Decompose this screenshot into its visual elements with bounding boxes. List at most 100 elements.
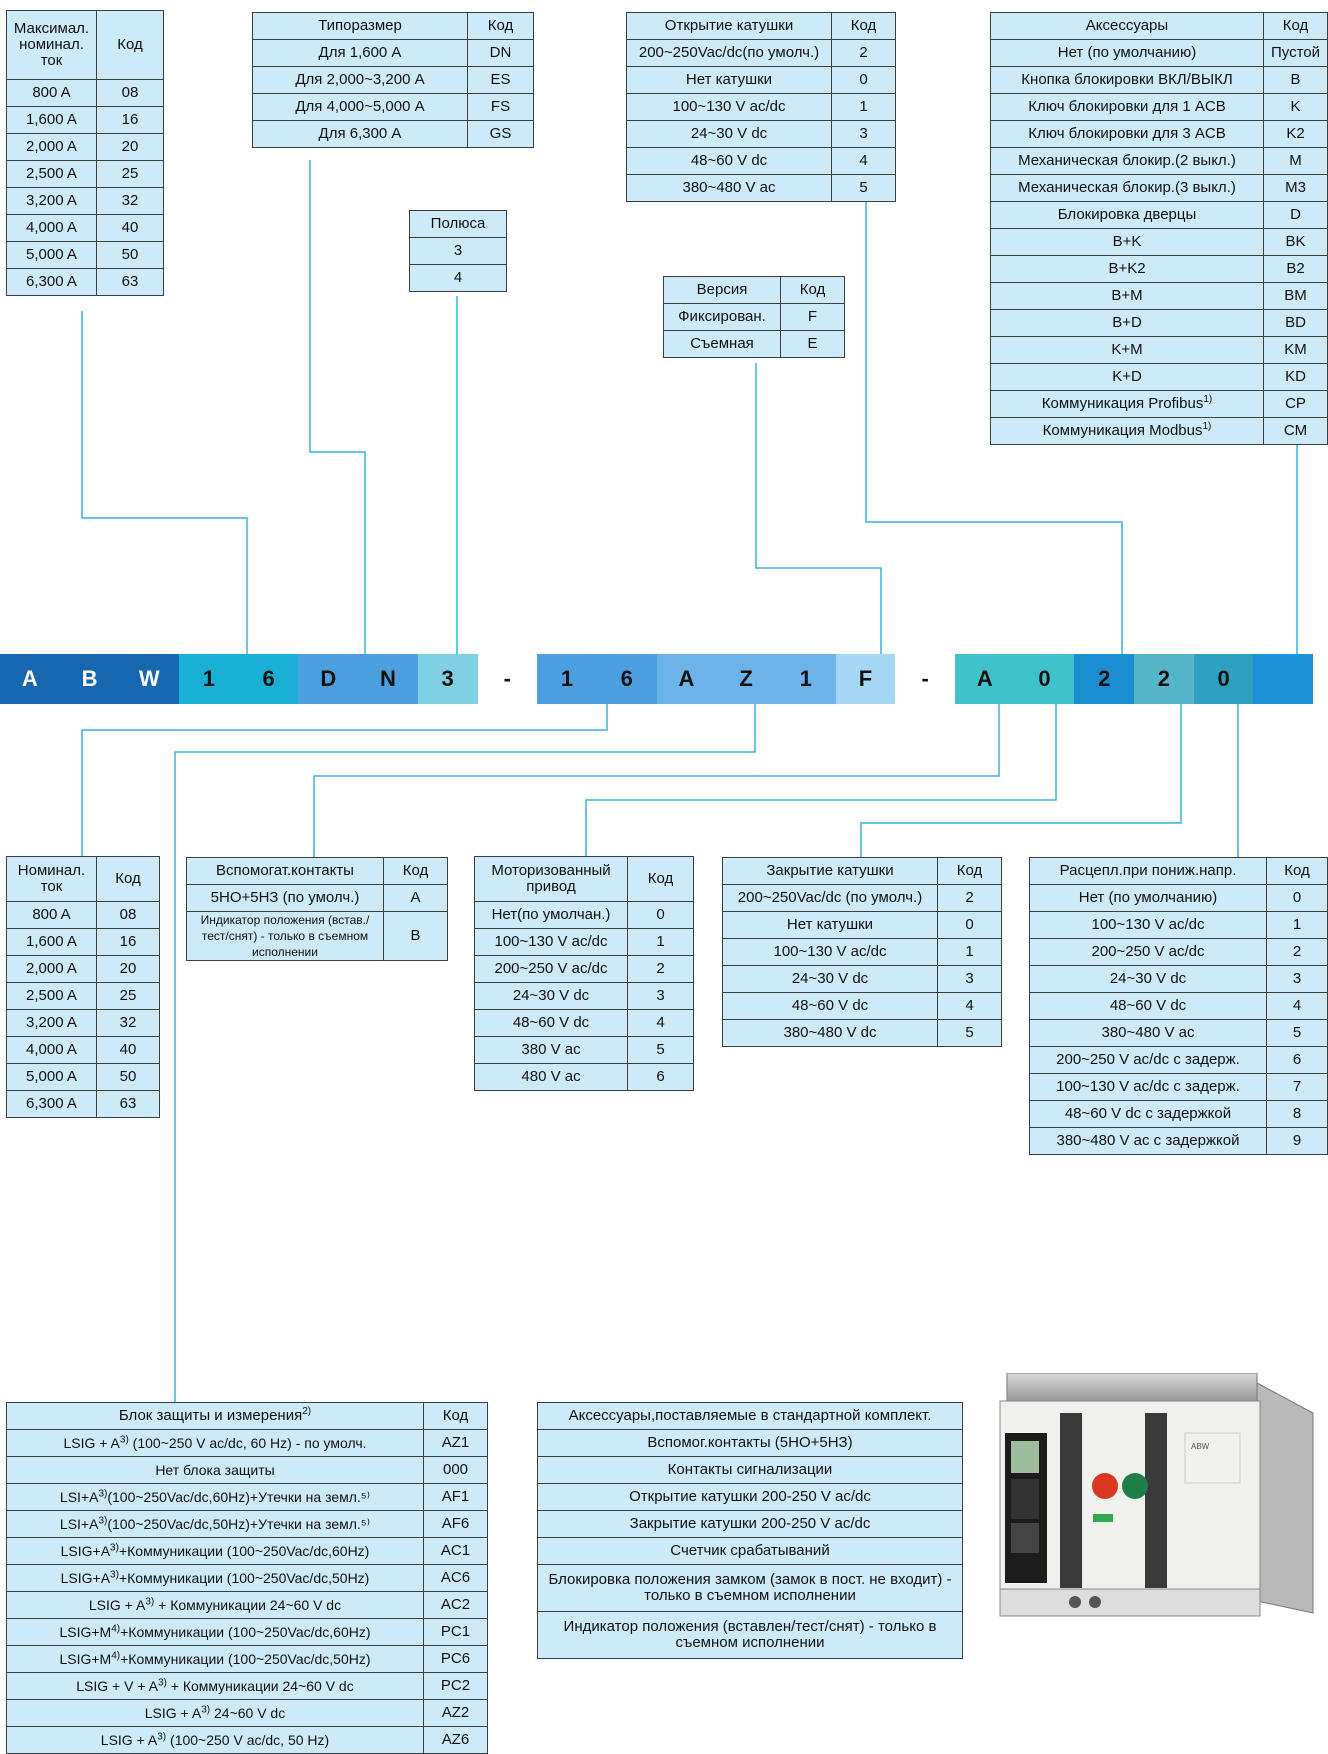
value-cell: 100~130 V ac/dc с задерж. xyxy=(1029,1073,1267,1101)
table-row: LSIG + A3) (100~250 V ac/dc, 50 Hz)AZ6 xyxy=(6,1726,488,1754)
code-cell: B xyxy=(1263,66,1328,94)
value-cell: LSIG+A3)+Коммуникации (100~250Vac/dc,50H… xyxy=(6,1564,424,1592)
value-text: +Коммуникации (100~250Vac/dc,60Hz) xyxy=(120,1624,371,1640)
code-cell: AC2 xyxy=(423,1591,488,1619)
code-cell: 63 xyxy=(96,1090,160,1118)
connector-frame xyxy=(309,160,366,654)
code-cell: 3 xyxy=(831,120,896,148)
value-cell: Нет (по умолчанию) xyxy=(990,39,1264,67)
value-cell: Нет блока защиты xyxy=(6,1456,424,1484)
value-cell: B+K xyxy=(990,228,1264,256)
code-cell: E xyxy=(780,330,845,358)
value-cell: 380~480 V ac с задержкой xyxy=(1029,1127,1267,1155)
value-text: LSIG+M xyxy=(59,1651,112,1667)
code-cell: B2 xyxy=(1263,255,1328,283)
value-cell: Индикатор положения (встав./тест/снят) -… xyxy=(186,911,384,961)
code-header: Код xyxy=(96,10,164,80)
value-text: B+K2 xyxy=(1108,260,1146,277)
code-cell: 5 xyxy=(1266,1019,1328,1047)
aux-contacts-table: Вспомогат.контакты Код 5НО+5НЗ (по умолч… xyxy=(186,857,448,961)
value-cell: 100~130 V ac/dc xyxy=(626,93,832,121)
value-cell: 2,500 A xyxy=(6,982,97,1010)
code-cell: 40 xyxy=(96,1036,160,1064)
value-text: LSI+A xyxy=(59,1489,99,1505)
table-row: 100~130 V ac/dc с задерж.7 xyxy=(1029,1073,1328,1101)
value-cell: 1,600 A xyxy=(6,928,97,956)
value-text: (100~250Vac/dc,50Hz)+Утечки на земл.⁵⁾ xyxy=(107,1516,371,1532)
code-cell: A xyxy=(383,884,448,912)
accessories-header: Аксессуары xyxy=(990,12,1264,40)
footnote-marker: 3) xyxy=(98,1515,108,1527)
value-text: LSIG + A xyxy=(88,1597,146,1613)
footnote-marker: 1) xyxy=(1203,394,1213,405)
value-cell: Нет (по умолчанию) xyxy=(1029,884,1267,912)
value-text: LSIG + A xyxy=(144,1705,202,1721)
code-cell: AF6 xyxy=(423,1510,488,1538)
value-cell: LSIG + V + A3) + Коммуникации 24~60 V dc xyxy=(6,1672,424,1700)
max-current-header: Максимал. номинал. ток xyxy=(6,10,97,80)
value-cell: Нет(по умолчан.) xyxy=(474,901,628,929)
value-cell: 48~60 V dc с задержкой xyxy=(1029,1100,1267,1128)
value-text: (100~250 V ac/dc, 60 Hz) - по умолч. xyxy=(128,1435,367,1451)
code-cell: 2 xyxy=(1074,654,1135,704)
code-cell: 16 xyxy=(96,106,164,134)
footnote-marker: 4) xyxy=(111,1650,121,1662)
code-cell: PC1 xyxy=(423,1618,488,1646)
code-cell: 000 xyxy=(423,1456,488,1484)
connector-rated-current xyxy=(81,704,608,857)
value-text: LSIG+A xyxy=(60,1570,111,1586)
table-row: 200~250Vac/dc(по умолч.)2 xyxy=(626,39,896,67)
table-row: 5НО+5НЗ (по умолч.)A xyxy=(186,884,448,912)
value-text: Коммуникация Profibus xyxy=(1041,395,1204,412)
value-cell: Для 2,000~3,200 A xyxy=(252,66,468,94)
value-cell: Для 6,300 A xyxy=(252,120,468,148)
value-cell: LSIG+M4)+Коммуникации (100~250Vac/dc,60H… xyxy=(6,1618,424,1646)
code-cell: 08 xyxy=(96,901,160,929)
value-cell: 5,000 A xyxy=(6,241,97,269)
code-cell: 2 xyxy=(627,955,694,983)
value-cell: Блокировка положения замком (замок в пос… xyxy=(537,1564,963,1612)
table-row: LSIG + A3) (100~250 V ac/dc, 60 Hz) - по… xyxy=(6,1429,488,1457)
table-row: Индикатор положения (встав./тест/снят) -… xyxy=(186,911,448,961)
value-text: Коммуникация Modbus xyxy=(1042,422,1203,439)
value-cell: 3 xyxy=(409,237,507,265)
table-row: Счетчик срабатываний xyxy=(537,1537,963,1565)
value-cell: 6,300 A xyxy=(6,268,97,296)
code-header: Код xyxy=(937,857,1002,885)
value-text: + Коммуникации 24~60 V dc xyxy=(166,1678,354,1694)
value-cell: Нет катушки xyxy=(626,66,832,94)
value-cell: Для 4,000~5,000 A xyxy=(252,93,468,121)
code-header: Код xyxy=(1263,12,1328,40)
value-cell: Контакты сигнализации xyxy=(537,1456,963,1484)
value-cell: B+K2 xyxy=(990,255,1264,283)
code-cell: Пустой xyxy=(1263,39,1328,67)
protection-header-footnote: 2) xyxy=(302,1406,312,1417)
value-cell: 4 xyxy=(409,264,507,292)
connector-closing xyxy=(860,704,1182,857)
protection-header: Блок защиты и измерения2) xyxy=(6,1402,424,1430)
code-cell: KD xyxy=(1263,363,1328,391)
footnote-marker: 4) xyxy=(111,1623,121,1635)
value-text: LSIG+A xyxy=(60,1543,111,1559)
standard-header: Аксессуары,поставляемые в стандартной ко… xyxy=(537,1402,963,1430)
